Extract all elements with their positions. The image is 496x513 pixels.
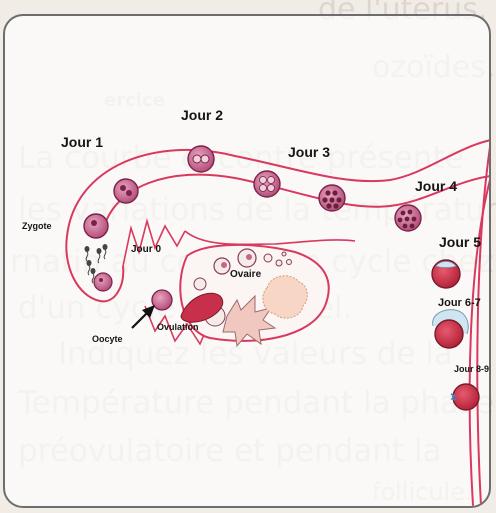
label-jour-6-7: Jour 6-7 [438, 297, 481, 309]
day1-cell [114, 179, 138, 203]
follicle [264, 254, 272, 262]
uterus-wall-outer [477, 140, 491, 506]
follicle-small [194, 278, 206, 290]
label-ovaire: Ovaire [230, 269, 262, 280]
label-jour-5: Jour 5 [439, 234, 481, 250]
label-jour-0: Jour 0 [131, 244, 161, 255]
label-oocyte: Oocyte [92, 334, 123, 344]
zygote-cell [84, 214, 108, 238]
label-ovulation: Ovulation [157, 322, 199, 332]
follicle [221, 262, 227, 268]
ovulated-oocyte [152, 290, 172, 310]
follicle [287, 260, 292, 265]
oocyte-arrow [132, 305, 155, 328]
fertilization-diagram: Jour 1 Jour 2 Jour 3 Jour 4 Jour 5 Jour … [5, 16, 491, 508]
label-jour-4: Jour 4 [415, 178, 457, 194]
day5-blastocyst [432, 260, 460, 288]
label-zygote: Zygote [22, 221, 52, 231]
label-jour-8-9: Jour 8-9 [454, 364, 489, 374]
day8-9-embryo [451, 384, 479, 410]
day4-cell [395, 205, 421, 231]
label-jour-1: Jour 1 [61, 134, 103, 150]
uterus-wall-inner [470, 176, 491, 506]
follicle [276, 260, 282, 266]
figure-panel: Jour 1 Jour 2 Jour 3 Jour 4 Jour 5 Jour … [3, 14, 491, 508]
day6-7-blastocyst [433, 310, 469, 348]
label-jour-2: Jour 2 [181, 107, 223, 123]
label-jour-3: Jour 3 [288, 144, 330, 160]
fertilized-egg [94, 273, 112, 291]
morula-cell [319, 185, 345, 211]
follicle [246, 254, 252, 260]
follicle [282, 252, 286, 256]
day2-cell [188, 146, 214, 172]
day3-cell [254, 171, 280, 197]
